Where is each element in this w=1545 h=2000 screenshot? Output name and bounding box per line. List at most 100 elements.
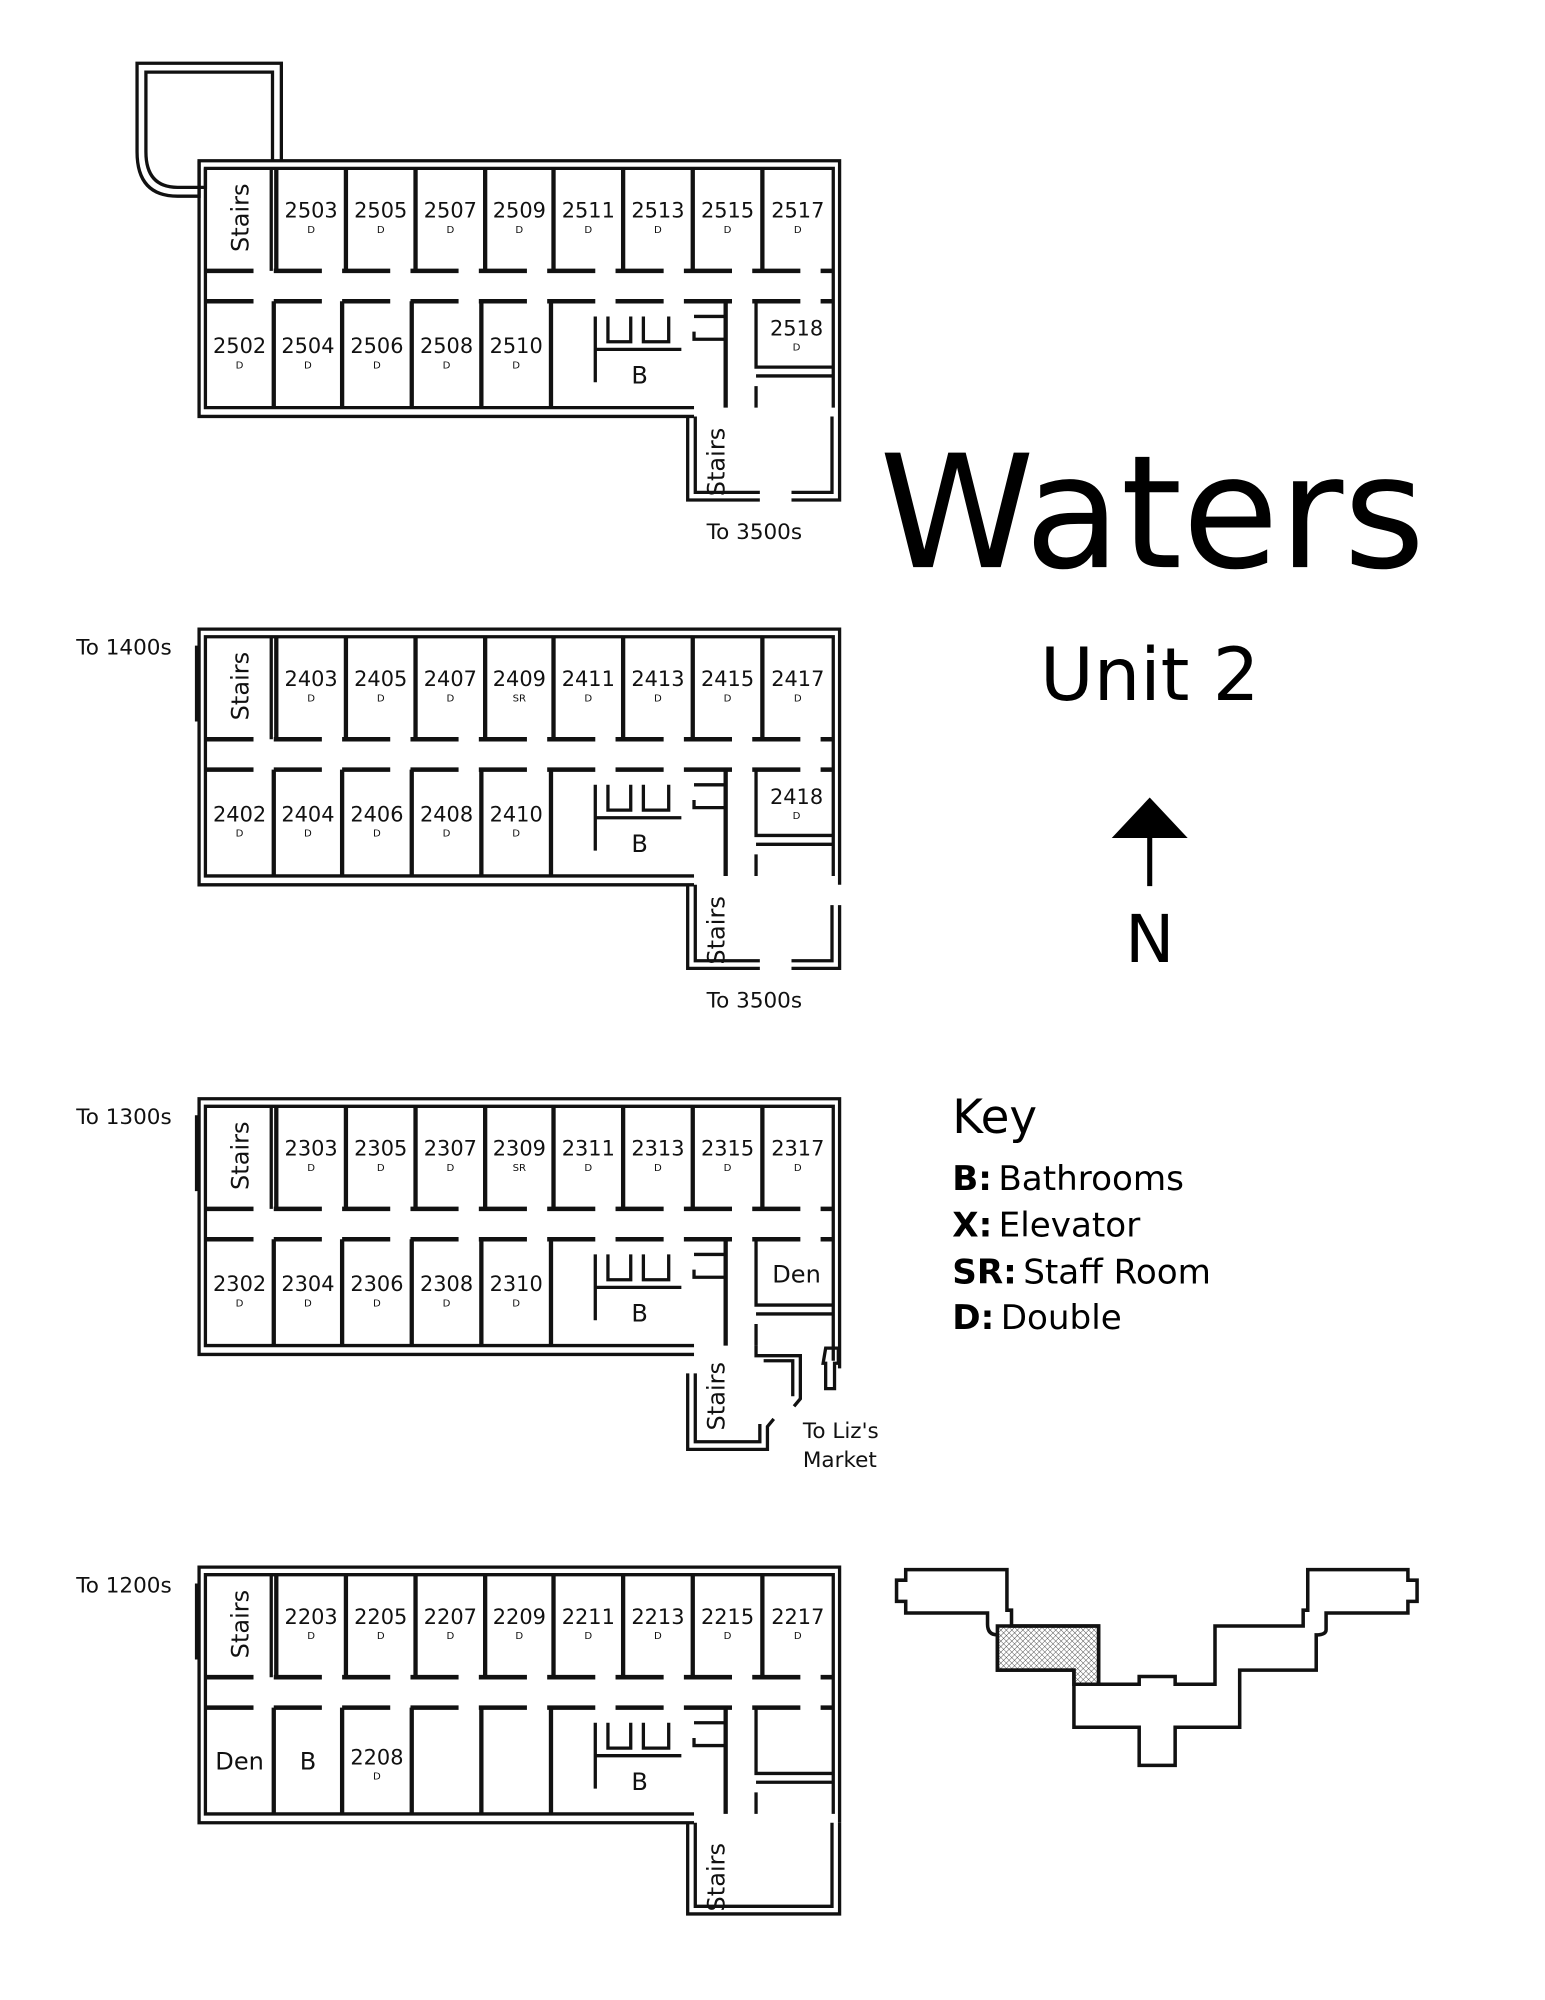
stairs-label: Stairs [226, 1121, 254, 1190]
right-room-wall [754, 1707, 834, 1814]
room-number: 2313 [631, 1137, 684, 1161]
locator-building-outline [894, 1567, 1419, 1768]
room-type: D [307, 1631, 315, 1642]
room-type: D [724, 1163, 732, 1174]
room-type: D [515, 225, 523, 236]
room-b[interactable]: B [300, 1748, 317, 1776]
bathroom[interactable]: B [631, 1768, 648, 1796]
key-item: B: Bathrooms [952, 1159, 1184, 1199]
stairs-wall [686, 1373, 776, 1452]
room-number: 2203 [285, 1605, 338, 1629]
room-type: D [654, 1631, 662, 1642]
room-den[interactable]: Den [215, 1748, 264, 1776]
room-type: D [373, 1298, 381, 1309]
room-number: 2413 [631, 667, 684, 691]
key-item: D: Double [952, 1298, 1121, 1338]
key: Key B: Bathrooms X: Elevator SR: Staff R… [952, 1091, 1211, 1338]
bathroom[interactable]: B [631, 830, 648, 858]
bathroom-stalls [593, 783, 725, 851]
stairs-wall [686, 1822, 842, 1916]
room-number: 2509 [493, 199, 546, 223]
room-type: D [724, 225, 732, 236]
room-type: D [304, 1298, 312, 1309]
room-type: D [236, 829, 244, 840]
room-label: B [300, 1748, 317, 1776]
room-den[interactable]: Den [772, 1260, 821, 1288]
stairs-label: Stairs [702, 1843, 730, 1912]
room-number: 2418 [770, 785, 823, 809]
stairs-wall [693, 416, 760, 495]
room-type: D [512, 1298, 520, 1309]
room-type: D [724, 693, 732, 704]
locator-map [894, 1567, 1419, 1768]
room-number: 2508 [420, 334, 473, 358]
room-label: Den [772, 1260, 821, 1288]
room-number: 2408 [420, 803, 473, 827]
room-number: 2515 [701, 199, 754, 223]
bathroom[interactable]: B [631, 1300, 648, 1328]
room-type: SR [513, 693, 526, 704]
room-number: 2518 [770, 316, 823, 340]
outer-wall [203, 1104, 835, 1361]
room-number: 2208 [350, 1746, 403, 1770]
bathroom[interactable]: B [631, 362, 648, 390]
room-type: D [307, 1163, 315, 1174]
room-type: D [307, 693, 315, 704]
room-type: D [443, 829, 451, 840]
stairs-wall [693, 1822, 834, 1908]
stairs-label: Stairs [702, 428, 730, 497]
room-type: D [654, 225, 662, 236]
